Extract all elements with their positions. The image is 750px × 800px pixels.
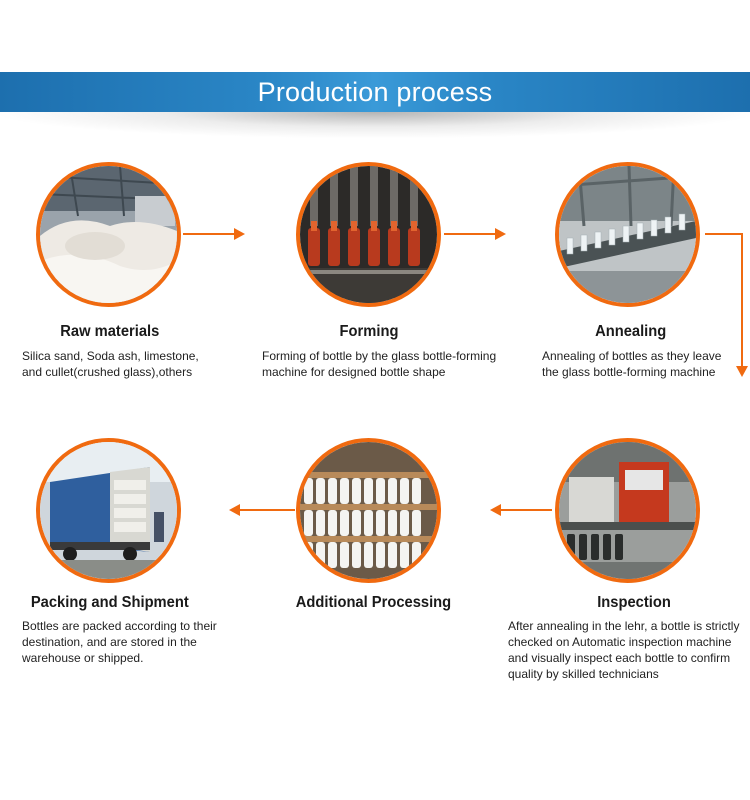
- annealing-photo: [555, 162, 700, 307]
- step-desc-raw-materials: Silica sand, Soda ash, limestone, and cu…: [22, 348, 199, 380]
- desc-line: Annealing of bottles as they leave: [542, 349, 722, 363]
- arrow-left-icon: [229, 504, 240, 516]
- banner-title: Production process: [257, 76, 493, 107]
- step-desc-annealing: Annealing of bottles as they leave the g…: [542, 348, 721, 380]
- forming-photo: [296, 162, 441, 307]
- desc-line: Bottles are packed according to their: [22, 619, 217, 633]
- desc-line: machine for designed bottle shape: [262, 365, 446, 379]
- desc-line: quality by skilled technicians: [508, 667, 659, 681]
- step-desc-inspection: After annealing in the lehr, a bottle is…: [508, 618, 739, 682]
- packing-shipment-photo: [36, 438, 181, 583]
- step-desc-forming: Forming of bottle by the glass bottle-fo…: [262, 348, 496, 380]
- desc-line: the glass bottle-forming machine: [542, 365, 716, 379]
- desc-line: After annealing in the lehr, a bottle is…: [508, 619, 740, 633]
- desc-line: Forming of bottle by the glass bottle-fo…: [262, 349, 497, 363]
- desc-line: Silica sand, Soda ash, limestone,: [22, 349, 199, 363]
- arrow-right-icon: [234, 228, 245, 240]
- arrow-right-icon: [495, 228, 506, 240]
- desc-line: checked on Automatic inspection machine: [508, 635, 732, 649]
- arrow-left-icon: [490, 504, 501, 516]
- connector-3-4: [705, 233, 743, 368]
- step-title-packing-shipment: Packing and Shipment: [30, 594, 189, 611]
- desc-line: and cullet(crushed glass),others: [22, 365, 193, 379]
- desc-line: and visually inspect each bottle to conf…: [508, 651, 731, 665]
- desc-line: destination, and are stored in the: [22, 635, 197, 649]
- arrow-down-icon: [736, 366, 748, 377]
- additional-processing-photo: [296, 438, 441, 583]
- title-banner: Production process: [0, 72, 750, 112]
- step-title-inspection: Inspection: [597, 594, 671, 611]
- desc-line: warehouse or shipped.: [22, 651, 144, 665]
- step-title-forming: Forming: [339, 323, 399, 340]
- banner-shadow: [0, 112, 750, 138]
- step-desc-packing-shipment: Bottles are packed according to their de…: [22, 618, 217, 666]
- raw-materials-photo: [36, 162, 181, 307]
- inspection-photo: [555, 438, 700, 583]
- step-title-annealing: Annealing: [595, 323, 667, 340]
- step-title-raw-materials: Raw materials: [60, 323, 160, 340]
- step-title-additional-processing: Additional Processing: [295, 594, 452, 611]
